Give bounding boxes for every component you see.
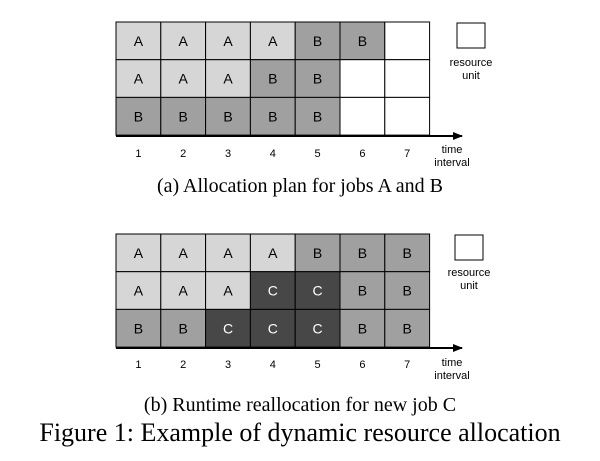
job-label-a-r3-t5: B: [313, 108, 322, 124]
resource-cell-a-r3-t3: [205, 96, 251, 136]
resource-cell-b-r2-t4: [249, 271, 296, 310]
job-label-a-r1-t6: B: [358, 33, 367, 49]
resource-cell-a-r2-t2: [160, 59, 207, 98]
tick-label-a-6: 6: [359, 148, 365, 160]
job-label-a-r1-t1: A: [134, 33, 144, 49]
panel-a-caption: (a) Allocation plan for jobs A and B: [157, 175, 443, 197]
tick-label-a-5: 5: [315, 148, 321, 160]
resource-cell-b-r2-t7: [384, 271, 431, 310]
legend-label-unit-a: unit: [462, 70, 480, 82]
resource-cell-b-r3-t7: [384, 308, 431, 348]
resource-cell-b-r3-t4: [249, 308, 296, 348]
resource-cell-a-r3-t7: [384, 96, 431, 136]
axis-label-time-a: time: [442, 144, 463, 156]
job-label-b-r2-t7: B: [403, 283, 412, 299]
tick-label-b-3: 3: [225, 359, 231, 371]
axis-label-time-b: time: [442, 357, 463, 369]
figure-caption: Figure 1: Example of dynamic resource al…: [39, 418, 560, 447]
job-label-a-r2-t2: A: [179, 71, 189, 87]
legend-resource-unit-box-a: [456, 22, 486, 49]
tick-labels-a: 1 2 3 4 5 6 7: [135, 148, 410, 160]
resource-cell-a-r1-t1: [115, 21, 162, 61]
legend-label-resource-b: resource: [448, 267, 491, 279]
resource-cell-a-r1-t7: [384, 21, 431, 61]
job-label-b-r2-t1: A: [134, 283, 144, 299]
resource-cell-b-r3-t2: [160, 308, 207, 348]
resource-cell-a-r3-t1: [115, 96, 162, 136]
job-label-b-r2-t4: C: [268, 283, 278, 299]
resource-cell-a-r1-t2: [160, 21, 207, 61]
grid-b: A A A A B B B A A A C C B B B B C C C B B: [115, 233, 431, 348]
tick-label-a-4: 4: [270, 148, 276, 160]
tick-labels-b: 1 2 3 4 5 6 7: [135, 359, 410, 371]
panel-b: A A A A B B B A A A C C B B B B C C C B B 1 2 3 4 5 6 7 time inter…: [115, 233, 491, 416]
job-label-a-r3-t2: B: [179, 108, 188, 124]
resource-cell-a-r3-t6: [339, 96, 386, 136]
job-label-b-r3-t7: B: [403, 320, 412, 336]
resource-cell-b-r1-t3: [205, 233, 251, 273]
job-label-b-r2-t2: A: [179, 283, 189, 299]
job-label-b-r3-t6: B: [358, 320, 367, 336]
job-label-a-r1-t5: B: [313, 33, 322, 49]
tick-label-a-2: 2: [180, 148, 186, 160]
job-label-b-r2-t5: C: [313, 283, 323, 299]
job-label-b-r1-t5: B: [313, 245, 322, 261]
job-label-b-r2-t3: A: [223, 283, 233, 299]
job-label-b-r1-t1: A: [134, 245, 144, 261]
job-label-a-r2-t3: A: [223, 71, 233, 87]
tick-label-a-7: 7: [404, 148, 410, 160]
legend-label-unit-b: unit: [460, 280, 478, 292]
panel-a: A A A A B B A A A B B B B B B B 1 2 3 4 5 6 7 time interval r…: [115, 21, 493, 197]
job-label-b-r1-t4: A: [268, 245, 278, 261]
tick-label-b-7: 7: [404, 359, 410, 371]
tick-label-b-4: 4: [270, 359, 276, 371]
job-label-a-r1-t4: A: [268, 33, 278, 49]
legend-label-resource-a: resource: [450, 57, 493, 69]
job-label-a-r3-t4: B: [268, 108, 277, 124]
job-label-b-r1-t2: A: [179, 245, 189, 261]
tick-label-a-1: 1: [135, 148, 141, 160]
job-label-b-r3-t1: B: [134, 320, 143, 336]
resource-cell-a-r2-t4: [249, 59, 296, 98]
resource-cell-b-r2-t5: [294, 271, 341, 310]
job-label-b-r3-t5: C: [313, 320, 323, 336]
resource-cell-b-r2-t6: [339, 271, 386, 310]
job-label-b-r3-t4: C: [268, 320, 278, 336]
job-label-a-r3-t1: B: [134, 108, 143, 124]
job-label-b-r3-t2: B: [179, 320, 188, 336]
job-label-a-r2-t4: B: [268, 71, 277, 87]
job-label-b-r1-t6: B: [358, 245, 367, 261]
tick-label-a-3: 3: [225, 148, 231, 160]
resource-cell-a-r2-t7: [384, 59, 431, 98]
grid-a: A A A A B B A A A B B B B B B B: [115, 21, 431, 136]
tick-label-b-2: 2: [180, 359, 186, 371]
job-label-a-r1-t2: A: [179, 33, 189, 49]
resource-cell-a-r2-t6: [339, 59, 386, 98]
legend-resource-unit-box-b: [454, 234, 484, 261]
resource-cell-b-r3-t3: [205, 308, 251, 348]
resource-cell-a-r3-t5: [294, 96, 341, 136]
job-label-a-r2-t5: B: [313, 71, 322, 87]
resource-cell-a-r1-t6: [339, 21, 386, 61]
job-label-a-r3-t3: B: [223, 108, 232, 124]
job-label-b-r1-t3: A: [223, 245, 233, 261]
tick-label-b-5: 5: [315, 359, 321, 371]
job-label-b-r2-t6: B: [358, 283, 367, 299]
job-label-b-r1-t7: B: [403, 245, 412, 261]
tick-label-b-1: 1: [135, 359, 141, 371]
axis-label-interval-a: interval: [434, 157, 469, 169]
resource-cell-b-r2-t1: [115, 271, 162, 310]
job-label-b-r3-t3: C: [223, 320, 233, 336]
resource-cell-b-r2-t3: [205, 271, 251, 310]
tick-label-b-6: 6: [359, 359, 365, 371]
job-label-a-r1-t3: A: [223, 33, 233, 49]
resource-cell-b-r1-t2: [160, 233, 207, 273]
job-label-a-r2-t1: A: [134, 71, 144, 87]
resource-cell-b-r3-t6: [339, 308, 386, 348]
panel-b-caption: (b) Runtime reallocation for new job C: [144, 394, 456, 416]
axis-label-interval-b: interval: [434, 370, 469, 382]
